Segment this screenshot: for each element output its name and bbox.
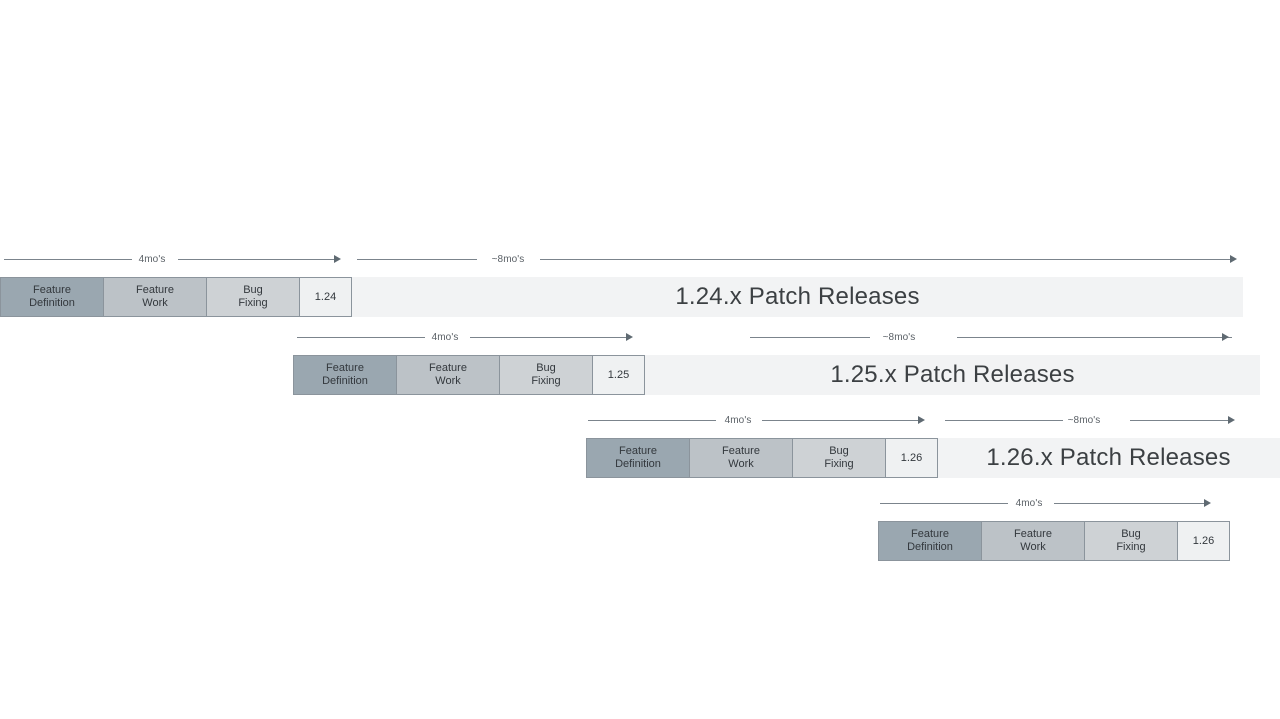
phase-label-line1: Feature [722, 445, 760, 458]
measure-row-1-26-next: 4mo's [0, 492, 1280, 514]
arrow-head-dev-icon [918, 416, 925, 424]
phase-label-line1: Feature [326, 362, 364, 375]
phase-bug-fixing[interactable]: Bug Fixing [206, 277, 300, 317]
phase-label-line2: Fixing [531, 375, 561, 387]
phase-strip-1-24: Feature Definition Feature Work Bug Fixi… [0, 277, 353, 317]
measure-line-patch-right [540, 259, 1232, 260]
phase-feature-definition[interactable]: Feature Definition [0, 277, 104, 317]
phase-feature-definition[interactable]: Feature Definition [878, 521, 982, 561]
phase-label-line1: Feature [429, 362, 467, 375]
phase-label-line2: Definition [322, 375, 368, 387]
arrow-head-dev-icon [334, 255, 341, 263]
patch-band-1-24: 1.24.x Patch Releases [352, 277, 1243, 317]
phase-label-line2: Definition [29, 297, 75, 309]
measure-label-dev: 4mo's [724, 415, 752, 426]
arrow-head-dev-icon [1204, 499, 1211, 507]
measure-label-dev: 4mo's [431, 332, 459, 343]
measure-row-1-25: 4mo's ~8mo's [0, 326, 1280, 348]
phase-bug-fixing[interactable]: Bug Fixing [1084, 521, 1178, 561]
measure-line-patch-right [1130, 420, 1230, 421]
phase-version-tag[interactable]: 1.26 [885, 438, 938, 478]
phase-label-line2: Work [1020, 541, 1046, 553]
phase-version-tag[interactable]: 1.25 [592, 355, 645, 395]
patch-band-1-25: 1.25.x Patch Releases [645, 355, 1260, 395]
measure-line-dev-left [297, 337, 425, 338]
arrow-head-patch-icon [1230, 255, 1237, 263]
measure-line-patch-left [357, 259, 477, 260]
phase-label-line2: Work [435, 375, 461, 387]
phase-label-line1: Bug [536, 362, 556, 375]
measure-label-patch: ~8mo's [882, 332, 916, 343]
phase-feature-work[interactable]: Feature Work [689, 438, 793, 478]
version-tag-label: 1.25 [607, 368, 630, 381]
patch-band-label: 1.26.x Patch Releases [986, 444, 1231, 471]
measure-line-dev-left [588, 420, 716, 421]
phase-label-line2: Work [728, 458, 754, 470]
phase-label-line1: Bug [243, 284, 263, 297]
measure-row-1-24: 4mo's ~8mo's [0, 248, 1280, 270]
phase-feature-work[interactable]: Feature Work [103, 277, 207, 317]
phase-label-line1: Feature [136, 284, 174, 297]
measure-label-patch: ~8mo's [491, 254, 525, 265]
version-tag-label: 1.26 [900, 451, 923, 464]
measure-label-dev: 4mo's [138, 254, 166, 265]
version-tag-label: 1.26 [1192, 534, 1215, 547]
phase-feature-work[interactable]: Feature Work [981, 521, 1085, 561]
patch-band-1-26: 1.26.x Patch Releases [937, 438, 1280, 478]
measure-line-dev-right [1054, 503, 1206, 504]
arrow-head-dev-icon [626, 333, 633, 341]
phase-label-line1: Feature [619, 445, 657, 458]
version-tag-label: 1.24 [314, 290, 337, 303]
patch-band-label: 1.25.x Patch Releases [830, 361, 1075, 388]
measure-line-patch-left [750, 337, 870, 338]
phase-label-line2: Fixing [1116, 541, 1146, 553]
phase-version-tag[interactable]: 1.26 [1177, 521, 1230, 561]
measure-line-dev-left [4, 259, 132, 260]
arrow-head-patch-icon [1222, 333, 1229, 341]
measure-line-dev-right [470, 337, 628, 338]
phase-strip-1-26: Feature Definition Feature Work Bug Fixi… [586, 438, 939, 478]
phase-label-line1: Feature [33, 284, 71, 297]
measure-line-patch-left [945, 420, 1063, 421]
phase-label-line2: Fixing [824, 458, 854, 470]
phase-label-line2: Definition [907, 541, 953, 553]
phase-bug-fixing[interactable]: Bug Fixing [792, 438, 886, 478]
measure-line-dev-left [880, 503, 1008, 504]
measure-line-patch-right [957, 337, 1232, 338]
measure-label-dev: 4mo's [1015, 498, 1043, 509]
phase-label-line1: Bug [829, 445, 849, 458]
patch-band-label: 1.24.x Patch Releases [675, 283, 920, 310]
arrow-head-patch-icon [1228, 416, 1235, 424]
phase-version-tag[interactable]: 1.24 [299, 277, 352, 317]
phase-strip-1-25: Feature Definition Feature Work Bug Fixi… [293, 355, 646, 395]
phase-feature-work[interactable]: Feature Work [396, 355, 500, 395]
phase-label-line2: Definition [615, 458, 661, 470]
phase-label-line2: Fixing [238, 297, 268, 309]
phase-feature-definition[interactable]: Feature Definition [586, 438, 690, 478]
phase-feature-definition[interactable]: Feature Definition [293, 355, 397, 395]
measure-row-1-26: 4mo's ~8mo's [0, 409, 1280, 431]
phase-label-line2: Work [142, 297, 168, 309]
measure-label-patch: ~8mo's [1067, 415, 1101, 426]
measure-line-dev-right [762, 420, 920, 421]
measure-line-dev-right [178, 259, 336, 260]
phase-bug-fixing[interactable]: Bug Fixing [499, 355, 593, 395]
phase-label-line1: Feature [911, 528, 949, 541]
phase-label-line1: Bug [1121, 528, 1141, 541]
phase-strip-1-26-next: Feature Definition Feature Work Bug Fixi… [878, 521, 1231, 561]
phase-label-line1: Feature [1014, 528, 1052, 541]
